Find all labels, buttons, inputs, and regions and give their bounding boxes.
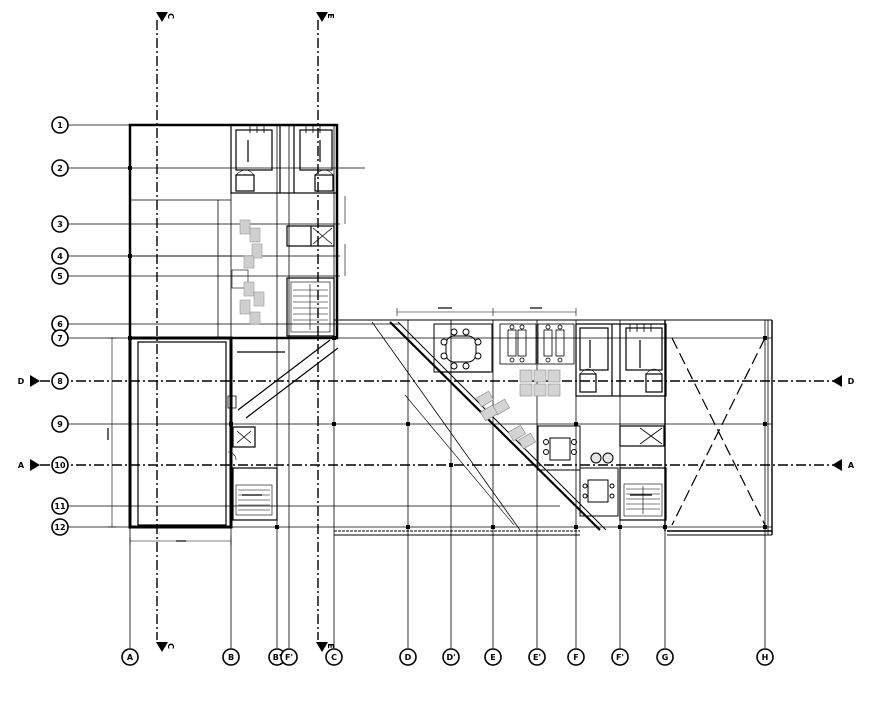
column-bubble-3: F' (280, 648, 298, 666)
row-label: 8 (57, 377, 63, 386)
column-bubble-11: G (656, 648, 674, 666)
section-label: D (18, 377, 25, 386)
row-label: 1 (57, 121, 63, 130)
column-label: B (228, 653, 234, 662)
column-label: E (490, 653, 495, 662)
right-wing-walls (334, 319, 773, 536)
row-label: 9 (57, 420, 63, 429)
lower-offices (537, 425, 619, 517)
column-label: D (405, 653, 412, 662)
section-label: A (848, 461, 855, 470)
row-bubble-8: 8 (51, 372, 69, 390)
column-label: F (573, 653, 578, 662)
row-label: 3 (57, 220, 63, 229)
column-label: F' (285, 653, 293, 662)
void-area (671, 337, 766, 526)
column-label: E' (533, 653, 541, 662)
column-bubble-0: A (121, 648, 139, 666)
meeting-room (433, 323, 493, 373)
section-markers: D A D A C E C E (18, 12, 855, 652)
section-label: E (326, 643, 335, 648)
section-marker-top-e: E (316, 12, 335, 22)
row-label: 5 (57, 272, 63, 281)
row-label: 6 (57, 320, 63, 329)
column-bubble-4: C (325, 648, 343, 666)
row-bubble-5: 5 (51, 267, 69, 285)
row-bubble-4: 4 (51, 247, 69, 265)
toilet-block-top (230, 124, 338, 194)
column-label: F' (616, 653, 624, 662)
diagonal-wall (371, 321, 607, 531)
dimension-lines (108, 196, 577, 545)
row-label: 12 (54, 523, 65, 532)
section-marker-left-bottom: A (18, 459, 40, 471)
section-marker-bottom-e: E (316, 642, 335, 652)
diagonal-corridor (227, 338, 339, 521)
structural-columns (128, 166, 767, 529)
row-bubble-11: 11 (51, 497, 69, 515)
toilet-block-right (575, 323, 667, 397)
column-bubble-8: E' (528, 648, 546, 666)
column-bubble-7: E (484, 648, 502, 666)
section-marker-bottom-c: C (156, 642, 175, 652)
office-desks (499, 323, 575, 365)
section-marker-left-top: D (18, 375, 40, 387)
core-stairs-lift (231, 225, 335, 337)
column-label: G (662, 653, 669, 662)
row-label: 2 (57, 164, 63, 173)
column-label: H (762, 653, 769, 662)
row-bubble-12: 12 (51, 518, 69, 536)
column-label: B' (273, 653, 282, 662)
row-label: 7 (57, 334, 63, 343)
column-bubble-9: F (567, 648, 585, 666)
column-bubble-10: F' (611, 648, 629, 666)
row-bubble-3: 3 (51, 215, 69, 233)
column-label: A (127, 653, 134, 662)
row-label: 10 (54, 461, 66, 470)
section-marker-right-top: D (832, 375, 855, 387)
row-label: 4 (57, 252, 63, 261)
row-bubble-10: 10 (51, 456, 69, 474)
left-wing-walls (128, 123, 339, 529)
column-bubble-1: B (222, 648, 240, 666)
row-bubble-7: 7 (51, 329, 69, 347)
column-bubble-5: D (399, 648, 417, 666)
section-label: A (18, 461, 25, 470)
row-bubble-1: 1 (51, 116, 69, 134)
column-label: C (331, 653, 337, 662)
seating-blocks (239, 219, 265, 325)
row-bubble-9: 9 (51, 415, 69, 433)
section-lines (40, 20, 838, 640)
section-marker-top-c: C (156, 12, 175, 22)
section-label: C (166, 643, 175, 649)
section-label: D (848, 377, 855, 386)
column-grid-lines (129, 125, 766, 648)
section-label: C (166, 13, 175, 19)
section-marker-right-bottom: A (832, 459, 855, 471)
column-bubble-6: D' (442, 648, 460, 666)
right-core (619, 320, 667, 531)
row-bubble-2: 2 (51, 159, 69, 177)
column-bubble-12: H (756, 648, 774, 666)
section-label: E (326, 13, 335, 18)
column-label: D' (446, 653, 455, 662)
lounge-chairs (476, 369, 561, 450)
room-label-marks (107, 140, 652, 542)
row-label: 11 (54, 502, 66, 511)
